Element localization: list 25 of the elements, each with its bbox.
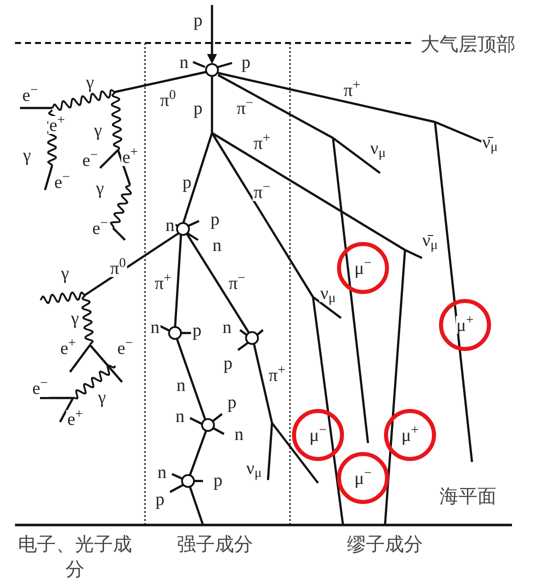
particle-label: e$^{−}$ <box>53 173 71 191</box>
muon-label: μ$^{−}$ <box>309 426 327 444</box>
particle-label: e$^{−}$ <box>116 339 134 357</box>
particle-label: e$^{+}$ <box>59 339 77 357</box>
particle-label: e$^{+}$ <box>66 410 84 428</box>
particle-label: e$^{+}$ <box>121 148 139 166</box>
particle-label: e$^{−}$ <box>91 219 109 237</box>
particle-label: e$^{−}$ <box>31 379 49 397</box>
particle-label: e$^{+}$ <box>48 116 66 134</box>
particle-label: π$^{+}$ <box>252 134 272 152</box>
particle-label: e$^{−}$ <box>21 86 39 104</box>
particle-label: π$^{−}$ <box>228 274 246 292</box>
particle-label: π$^{−}$ <box>252 183 272 201</box>
muon-label: μ$^{+}$ <box>456 316 474 334</box>
muon-label: μ$^{−}$ <box>354 259 372 277</box>
particle-label: π$^{0}$ <box>159 91 177 109</box>
particle-label: π$^{+}$ <box>268 366 286 384</box>
particle-label: π$^{0}$ <box>109 259 127 277</box>
particle-label: π$^{−}$ <box>236 99 254 117</box>
muon-label: μ$^{−}$ <box>354 469 372 487</box>
muon-label: μ$^{+}$ <box>401 426 419 444</box>
particle-label: π$^{+}$ <box>342 81 362 99</box>
region-label: 电子、光子成分 <box>17 533 133 580</box>
particle-label: e$^{−}$ <box>81 151 99 169</box>
particle-label: π$^{+}$ <box>154 274 172 292</box>
